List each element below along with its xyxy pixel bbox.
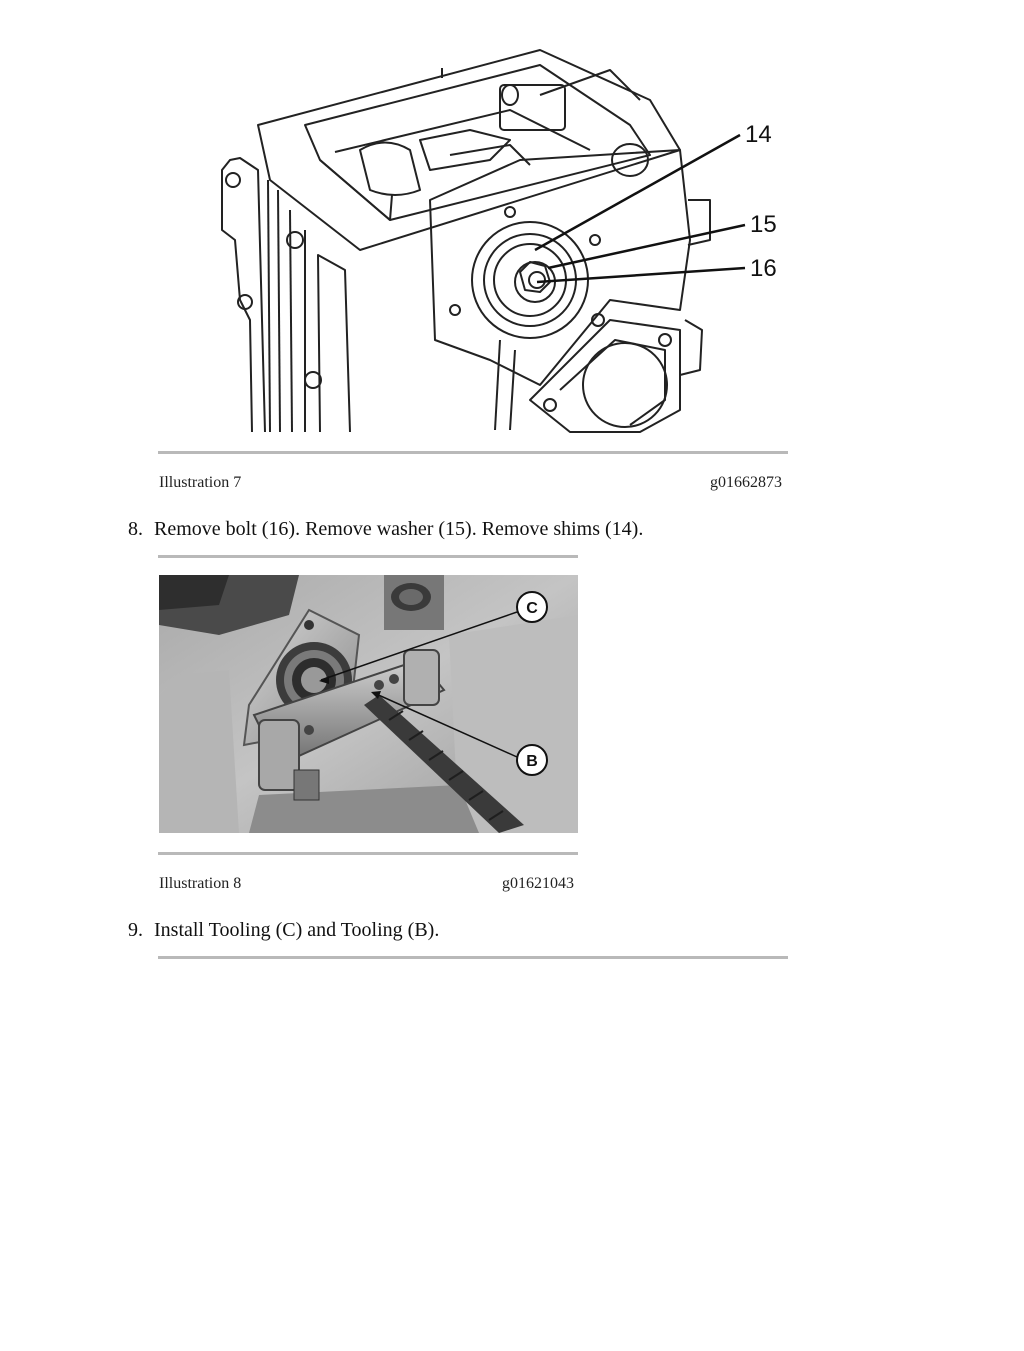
illustration-8-label: Illustration 8	[159, 875, 242, 892]
step-9-number: 9.	[128, 919, 143, 941]
step-9: 9. Install Tooling (C) and Tooling (B).	[128, 919, 439, 942]
step-9-text: Install Tooling (C) and Tooling (B).	[154, 919, 440, 941]
illustration-8-photo: C B	[159, 575, 578, 833]
callout-14: 14	[745, 121, 772, 148]
figure-1-divider	[158, 451, 788, 454]
figure-3-top-divider	[158, 956, 788, 959]
step-8-text: Remove bolt (16). Remove washer (15). Re…	[154, 518, 644, 540]
callout-b: B	[526, 753, 538, 770]
illustration-8-code: g01621043	[502, 875, 574, 892]
illustration-7-code: g01662873	[710, 474, 782, 491]
step-8-number: 8.	[128, 518, 143, 540]
callout-c: C	[526, 600, 538, 617]
figure-2-divider	[158, 852, 578, 855]
callout-16: 16	[750, 255, 777, 282]
figure-2-top-divider	[158, 555, 578, 558]
step-8: 8. Remove bolt (16). Remove washer (15). …	[128, 518, 643, 541]
callout-15: 15	[750, 211, 777, 238]
illustration-7-drawing: 14 15 16	[221, 49, 777, 433]
illustration-7-label: Illustration 7	[159, 474, 242, 491]
